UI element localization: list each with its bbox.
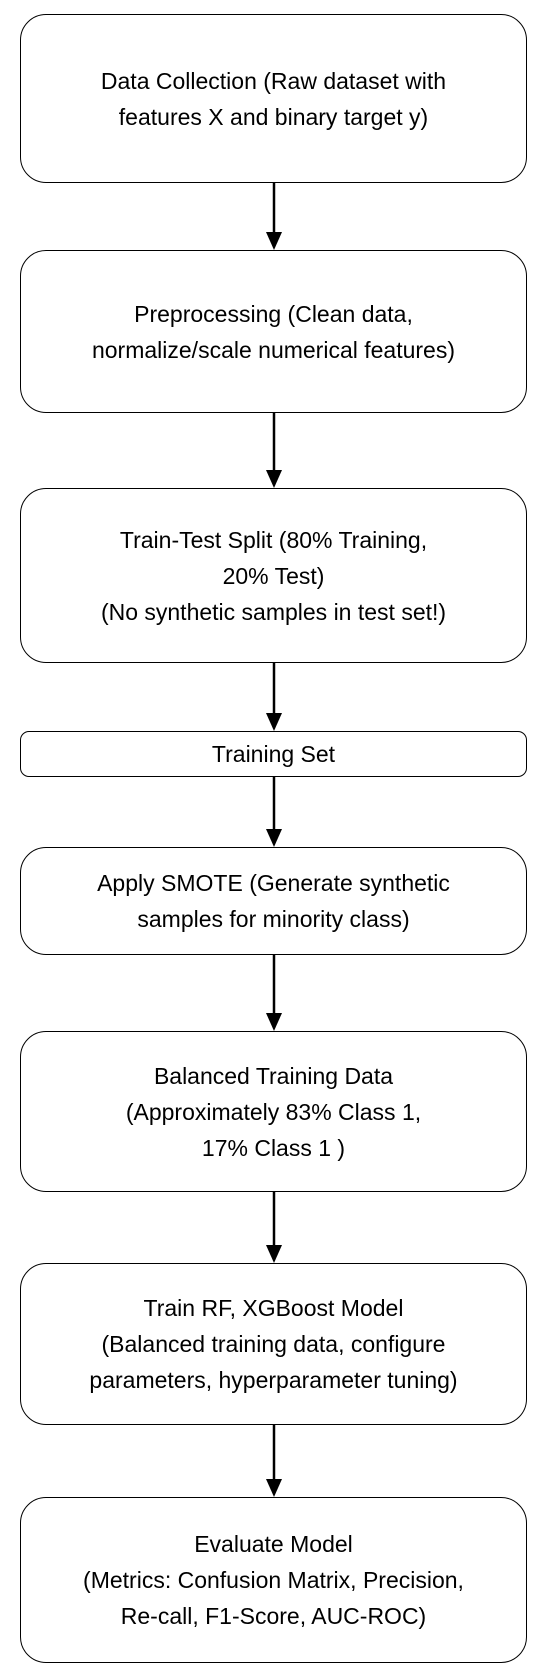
step-evaluate-model: Evaluate Model (Metrics: Confusion Matri… [20, 1497, 527, 1663]
step-balanced-training-data: Balanced Training Data (Approximately 83… [20, 1031, 527, 1192]
step-text-line: 17% Class 1 ) [201, 1134, 346, 1161]
step-text-line: Balanced Training Data [153, 1062, 394, 1089]
step-train-model: Train RF, XGBoost Model (Balanced traini… [20, 1263, 527, 1425]
step-text-line: Apply SMOTE (Generate synthetic [97, 870, 450, 896]
step-text-line: samples for minority class) [137, 906, 410, 932]
step-text-line: Preprocessing (Clean data, [134, 300, 413, 327]
step-train-test-split: Train-Test Split (80% Training, 20% Test… [20, 488, 527, 663]
step-preprocessing: Preprocessing (Clean data, normalize/sca… [20, 250, 527, 413]
arrow-4 [266, 777, 282, 847]
arrow-2 [266, 413, 282, 488]
step-text-line: Train-Test Split (80% Training, [119, 526, 428, 553]
step-text-line: Re-call, F1-Score, AUC-ROC) [120, 1603, 427, 1629]
step-apply-smote: Apply SMOTE (Generate synthetic samples … [20, 847, 527, 955]
arrow-6 [266, 1192, 282, 1263]
arrow-1 [266, 183, 282, 250]
step-training-set: Training Set [20, 731, 527, 777]
step-text-line: (No synthetic samples in test set!) [100, 598, 447, 625]
step-data-collection: Data Collection (Raw dataset with featur… [20, 14, 527, 183]
step-text-line: Train RF, XGBoost Model [143, 1295, 404, 1321]
arrow-7 [266, 1425, 282, 1497]
arrow-5 [266, 955, 282, 1031]
step-text-line: normalize/scale numerical features) [91, 336, 456, 363]
step-text-line: (Metrics: Confusion Matrix, Precision, [83, 1567, 464, 1593]
step-text-line: Training Set [211, 741, 336, 767]
step-text-line: (Approximately 83% Class 1, [125, 1098, 422, 1125]
step-text-line: Evaluate Model [194, 1531, 353, 1557]
step-text-line: features X and binary target y) [118, 103, 429, 130]
step-text-line: Data Collection (Raw dataset with [100, 67, 447, 94]
step-text-line: parameters, hyperparameter tuning) [89, 1367, 458, 1393]
step-text-line: 20% Test) [222, 562, 325, 589]
step-text-line: (Balanced training data, configure [101, 1331, 446, 1357]
arrow-3 [266, 663, 282, 731]
